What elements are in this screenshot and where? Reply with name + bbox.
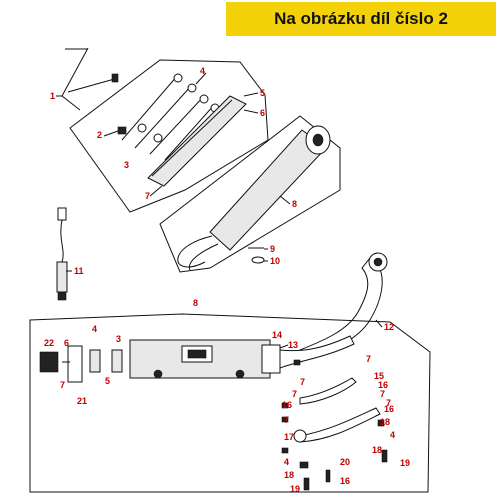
bolt-9-and-washer-10 xyxy=(248,247,265,264)
callout-7e: 7 xyxy=(380,389,385,399)
oxygen-sensor xyxy=(56,207,68,301)
callout-19: 19 xyxy=(400,458,410,468)
callout-16b: 16 xyxy=(282,400,292,410)
callout-7: 7 xyxy=(145,191,150,201)
callout-7c: 7 xyxy=(366,354,371,364)
callout-4: 4 xyxy=(200,66,205,76)
callout-16d: 16 xyxy=(340,476,350,486)
callout-16c: 16 xyxy=(384,404,394,414)
callout-6: 6 xyxy=(260,108,265,118)
callout-leaders xyxy=(56,72,383,349)
callout-19b: 19 xyxy=(290,484,300,494)
callout-17: 17 xyxy=(284,432,294,442)
brackets-and-hardware xyxy=(281,359,388,491)
callout-8b: 8 xyxy=(193,298,198,308)
callout-13: 13 xyxy=(288,340,298,350)
manifold-nuts-and-gaskets xyxy=(117,73,220,161)
callout-22: 22 xyxy=(44,338,54,348)
callout-10: 10 xyxy=(270,256,280,266)
callout-7g: 7 xyxy=(284,415,289,425)
callout-1: 1 xyxy=(50,91,55,101)
callout-7h: 7 xyxy=(386,398,391,408)
callout-20: 20 xyxy=(340,457,350,467)
callout-2: 2 xyxy=(97,130,102,140)
part-number-banner: Na obrázku díl číslo 2 xyxy=(226,2,496,36)
callout-21: 21 xyxy=(77,396,87,406)
callout-12: 12 xyxy=(384,322,394,332)
group-outline-bottom xyxy=(29,313,431,493)
callout-18b: 18 xyxy=(284,470,294,480)
callout-18: 18 xyxy=(372,445,382,455)
callout-5b: 5 xyxy=(105,376,110,386)
callout-14: 14 xyxy=(272,330,282,340)
callout-15: 15 xyxy=(374,371,384,381)
end-cap-parts xyxy=(39,345,123,383)
callout-9: 9 xyxy=(270,244,275,254)
callout-11: 11 xyxy=(74,266,84,276)
callout-4c: 4 xyxy=(284,457,289,467)
banner-text: Na obrázku díl číslo 2 xyxy=(274,9,448,28)
callout-7b: 7 xyxy=(60,380,65,390)
muffler-assembly-top xyxy=(177,125,331,271)
callout-3: 3 xyxy=(124,160,129,170)
callout-4b: 4 xyxy=(92,324,97,334)
callout-7f: 7 xyxy=(292,389,297,399)
callouts: 1 2 3 4 5 6 7 8 9 10 11 8 12 13 14 22 4 … xyxy=(44,66,410,494)
callout-5: 5 xyxy=(260,88,265,98)
callout-6b: 6 xyxy=(64,338,69,348)
heat-shield xyxy=(147,95,247,187)
stud-bolts xyxy=(61,47,119,111)
callout-4d: 4 xyxy=(390,430,395,440)
callout-8: 8 xyxy=(292,199,297,209)
callout-7d: 7 xyxy=(300,377,305,387)
group-outline-manifold xyxy=(69,59,269,213)
callout-16: 16 xyxy=(378,380,388,390)
callout-3b: 3 xyxy=(116,334,121,344)
callout-18c: 18 xyxy=(380,417,390,427)
group-outline-muffler xyxy=(159,115,341,273)
